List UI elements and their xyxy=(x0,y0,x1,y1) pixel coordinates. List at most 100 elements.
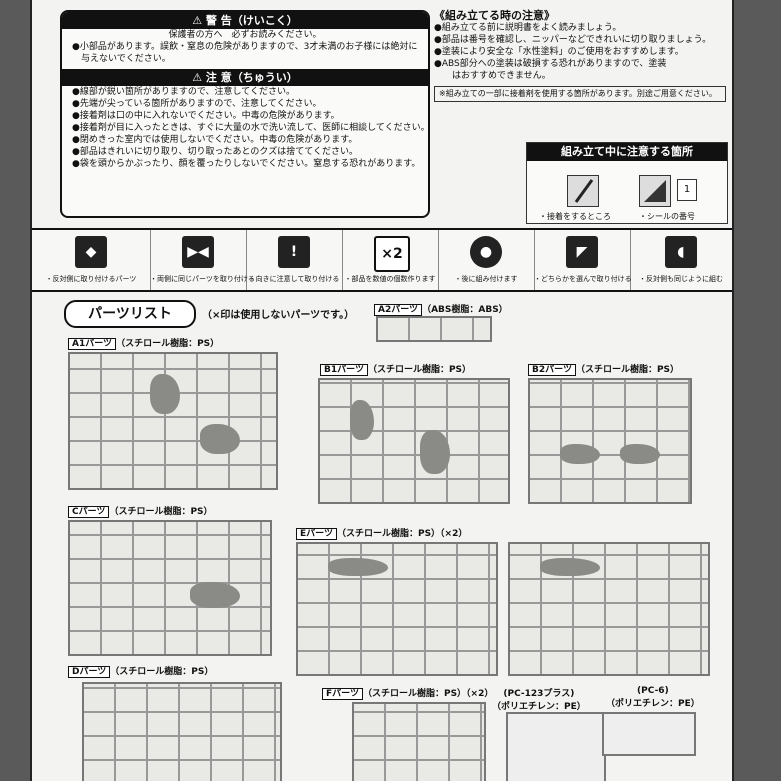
runner-label-c: Cパーツ（スチロール樹脂：PS） xyxy=(68,504,213,518)
caution-points-box: 組み立て中に注意する箇所 1 ・接着をするところ ・シールの番号 xyxy=(526,142,728,224)
warning-box: ⚠ 警 告（けいこく） 保護者の方へ 必ずお読みください。 ●小部品があります。… xyxy=(60,10,430,218)
part-shape xyxy=(200,424,240,454)
runner-material: （スチロール樹脂：PS） xyxy=(367,365,472,375)
runner-material: （ABS樹脂：ABS） xyxy=(422,305,508,315)
runner-tag: A2パーツ xyxy=(374,304,423,316)
legend-item: ◆ ・反対側に取り付けるパーツ xyxy=(32,230,151,290)
part-shape xyxy=(540,558,600,576)
runner-label-pc123: (PC-123プラス) （ポリエチレン：PE） xyxy=(492,686,586,712)
runner-tag: Eパーツ xyxy=(296,528,337,540)
legend-item: ◤ ・どちらかを選んで取り付ける xyxy=(534,230,632,290)
parts-list-title: パーツリスト xyxy=(64,300,196,328)
glue-label: ・接着をするところ xyxy=(539,212,611,221)
later-assembly-icon: ● xyxy=(470,236,502,268)
runner-c-illustration xyxy=(68,520,272,656)
runner-b1-illustration xyxy=(318,378,510,504)
legend-label: ・反対側に取り付けるパーツ xyxy=(45,275,137,283)
runner-label-d: Dパーツ（スチロール樹脂：PS） xyxy=(68,664,214,678)
choose-one-icon: ◤ xyxy=(566,236,598,268)
attention-icon: ! xyxy=(278,236,310,268)
runner-b2-illustration xyxy=(528,378,692,504)
assembly-line: ●塗装により安全な「水性塗料」のご使用をおすすめします。 xyxy=(434,47,684,57)
caution-line: ●接着剤が目に入ったときは、すぐに大量の水で洗い流して、医師に相談してください。 xyxy=(72,123,430,133)
sticker-number: 1 xyxy=(677,179,697,201)
runner-pc123-illustration xyxy=(506,712,606,781)
runner-material: （ポリエチレン：PE） xyxy=(606,699,700,709)
runner-e2-illustration xyxy=(508,542,710,676)
assembly-title: 《組み立てる時の注意》 xyxy=(434,9,555,22)
part-shape xyxy=(560,444,600,464)
runner-material: （スチロール樹脂：PS） xyxy=(110,667,214,677)
adhesive-note: ※組み立ての一部に接着剤を使用する箇所があります。別途ご用意ください。 xyxy=(434,86,726,102)
part-shape xyxy=(350,400,374,440)
sticker-label: ・シールの番号 xyxy=(639,212,695,221)
caution-title: ⚠ 注 意（ちゅうい） xyxy=(62,69,428,86)
caution-points-title: 組み立て中に注意する箇所 xyxy=(527,143,727,161)
runner-tag: (PC-123プラス) xyxy=(503,689,575,699)
runner-label-f: Fパーツ（スチロール樹脂：PS）（×2） xyxy=(322,686,494,700)
runner-tag: Fパーツ xyxy=(322,688,363,700)
runner-tag: A1パーツ xyxy=(68,338,117,350)
assembly-notes: 《組み立てる時の注意》 ●組み立てる前に説明書をよく読みましょう。 ●部品は番号… xyxy=(434,10,726,102)
caution-line: ●部品はきれいに切り取り、切り取ったあとのクズは捨ててください。 xyxy=(72,147,358,157)
multiply-icon: ×2 xyxy=(374,236,410,272)
warning-title: ⚠ 警 告（けいこく） xyxy=(62,12,428,29)
legend-item: ▶◀ ・両側に同じパーツを取り付ける xyxy=(150,230,255,290)
legend-item: ! ・向きに注意して取り付ける xyxy=(246,230,343,290)
caution-line: ●線部が鋭い箇所がありますので、注意してください。 xyxy=(72,87,295,97)
assembly-line: ●部品は番号を確認し、ニッパーなどできれいに切り取りましょう。 xyxy=(434,35,712,45)
runner-material: （ポリエチレン：PE） xyxy=(492,702,586,712)
runner-material: （スチロール樹脂：PS）（×2） xyxy=(362,689,494,699)
warning-subtitle: 保護者の方へ 必ずお読みください。 xyxy=(168,30,322,40)
warning-line: ●小部品があります。誤飲・窒息の危険がありますので、3才未満のお子様には絶対に xyxy=(72,42,418,52)
runner-label-e: Eパーツ（スチロール樹脂：PS）（×2） xyxy=(296,526,468,540)
sticker-icon xyxy=(639,175,671,207)
warning-line: 与えないでください。 xyxy=(72,54,171,64)
instruction-sheet: ⚠ 警 告（けいこく） 保護者の方へ 必ずお読みください。 ●小部品があります。… xyxy=(30,0,734,781)
icon-legend: ◆ ・反対側に取り付けるパーツ ▶◀ ・両側に同じパーツを取り付ける ! ・向き… xyxy=(32,228,732,292)
legend-label: ・どちらかを選んで取り付ける xyxy=(534,275,632,283)
mirror-assembly-icon: ◖ xyxy=(665,236,697,268)
legend-label: ・後に組み付けます xyxy=(454,275,518,283)
legend-item: ● ・後に組み付けます xyxy=(438,230,535,290)
runner-label-pc6: (PC-6) （ポリエチレン：PE） xyxy=(606,686,700,709)
runner-material: （スチロール樹脂：PS）（×2） xyxy=(336,529,468,539)
runner-f-illustration xyxy=(352,702,486,781)
runner-tag: (PC-6) xyxy=(637,686,669,696)
caution-line: ●袋を頭からかぶったり、顔を覆ったりしないでください。窒息する恐れがあります。 xyxy=(72,159,421,169)
caution-line: ●接着剤は口の中に入れないでください。中毒の危険があります。 xyxy=(72,111,340,121)
caution-line: ●閉めきった室内では使用しないでください。中毒の危険があります。 xyxy=(72,135,358,145)
parts-list-note: （×印は使用しないパーツです。） xyxy=(202,310,355,321)
part-shape xyxy=(190,582,240,608)
legend-label: ・両側に同じパーツを取り付ける xyxy=(150,275,255,283)
legend-item: ◖ ・反対側も同じように組む xyxy=(630,230,732,290)
part-shape xyxy=(150,374,180,414)
legend-label: ・部品を数値の個数作ります xyxy=(344,275,436,283)
runner-d-illustration xyxy=(82,682,282,781)
both-sides-icon: ▶◀ xyxy=(182,236,214,268)
legend-item: ×2 ・部品を数値の個数作ります xyxy=(342,230,439,290)
runner-e-illustration xyxy=(296,542,498,676)
part-shape xyxy=(328,558,388,576)
assembly-line: ●組み立てる前に説明書をよく読みましょう。 xyxy=(434,23,622,33)
assembly-line: はおすすめできません。 xyxy=(452,71,551,81)
runner-material: （スチロール樹脂：PS） xyxy=(575,365,680,375)
runner-tag: Dパーツ xyxy=(68,666,111,678)
runner-a1-illustration xyxy=(68,352,278,490)
opposite-side-icon: ◆ xyxy=(75,236,107,268)
runner-label-b1: B1パーツ（スチロール樹脂：PS） xyxy=(320,362,472,376)
runner-label-a2: A2パーツ（ABS樹脂：ABS） xyxy=(374,302,508,316)
glue-brush-icon xyxy=(567,175,599,207)
runner-tag: Cパーツ xyxy=(68,506,110,518)
runner-pc6-illustration xyxy=(602,712,696,756)
part-shape xyxy=(620,444,660,464)
assembly-line: ●ABS部分への塗装は破損する恐れがありますので、塗装 xyxy=(434,59,667,69)
runner-material: （スチロール樹脂：PS） xyxy=(116,339,220,349)
runner-tag: B2パーツ xyxy=(528,364,576,376)
runner-label-a1: A1パーツ（スチロール樹脂：PS） xyxy=(68,336,220,350)
part-shape xyxy=(420,430,450,474)
runner-tag: B1パーツ xyxy=(320,364,368,376)
runner-material: （スチロール樹脂：PS） xyxy=(109,507,213,517)
legend-label: ・向きに注意して取り付ける xyxy=(248,275,340,283)
runner-a2-illustration xyxy=(376,316,492,342)
